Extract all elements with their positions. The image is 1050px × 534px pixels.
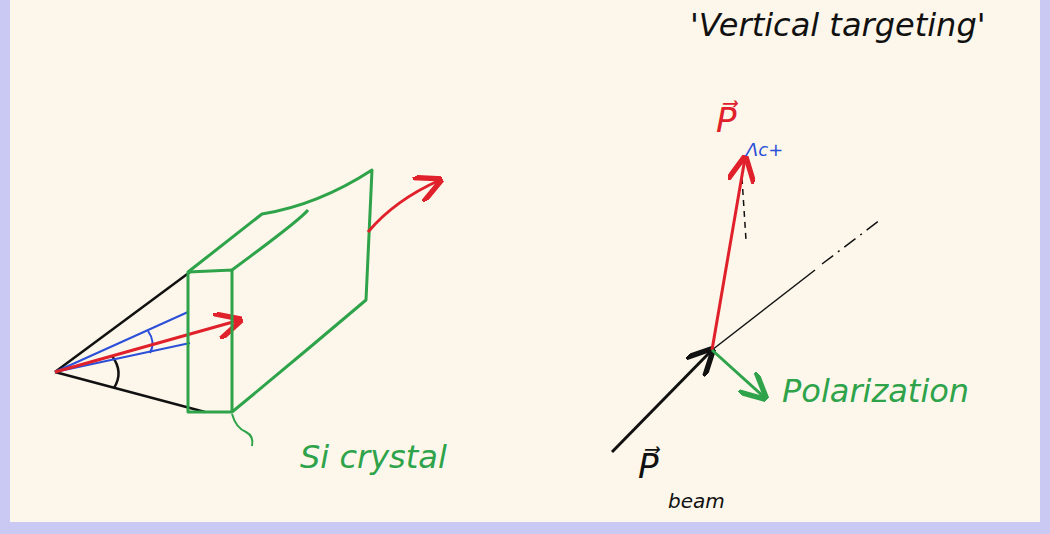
cone-line — [55, 272, 190, 372]
particle-subscript: Λc+ — [746, 140, 783, 160]
crystal-outline — [188, 170, 372, 412]
beam-axis — [822, 220, 880, 264]
beam-arrow — [612, 350, 712, 452]
title: 'Vertical targeting' — [690, 8, 986, 43]
momentum-arrow — [712, 158, 745, 350]
particle-arrow — [55, 320, 240, 372]
vector-symbol: P⃗ — [638, 448, 659, 485]
crystal-edge — [188, 270, 232, 412]
slide-border — [0, 522, 1050, 534]
channel-line — [55, 312, 188, 372]
crystal-label: Si crystal — [300, 440, 447, 475]
vector-symbol: P⃗ — [716, 102, 737, 139]
cone-line — [55, 372, 205, 412]
channel-arc — [148, 331, 153, 353]
polarization-arrow — [712, 350, 765, 398]
angle-arc — [112, 356, 119, 388]
deflected-arrow — [368, 180, 440, 232]
beam-axis — [712, 270, 815, 350]
slide-border — [1040, 0, 1050, 534]
projection-line — [742, 178, 746, 240]
polarization-label: Polarization — [782, 374, 969, 409]
slide-border — [0, 0, 10, 534]
beam-subscript: beam — [668, 490, 725, 512]
leader-line — [232, 414, 252, 446]
crystal-edge — [232, 210, 308, 270]
